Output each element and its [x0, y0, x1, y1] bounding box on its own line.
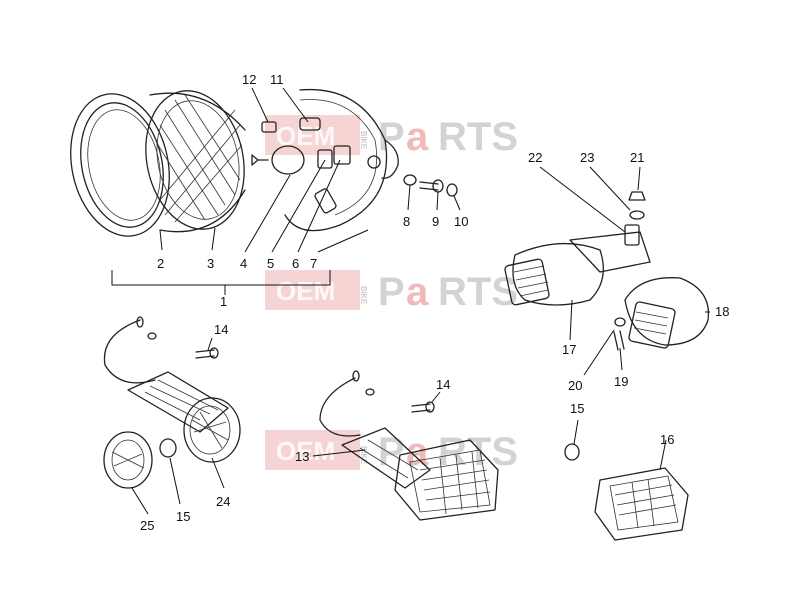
svg-text:a: a: [406, 270, 429, 314]
svg-text:BIKE: BIKE: [359, 286, 368, 304]
horn-assembly: [504, 191, 710, 351]
callout-15-left: 15: [176, 509, 190, 524]
callout-12: 12: [242, 72, 256, 87]
callout-13: 13: [295, 449, 309, 464]
callout-25: 25: [140, 518, 154, 533]
callout-14-right: 14: [436, 377, 450, 392]
svg-text:BIKE: BIKE: [359, 131, 368, 149]
callout-20: 20: [568, 378, 582, 393]
leader-lines: [111, 87, 710, 515]
callout-22: 22: [528, 150, 542, 165]
svg-text:a: a: [406, 430, 429, 474]
svg-text:RTS: RTS: [438, 430, 518, 474]
svg-text:a: a: [406, 115, 429, 159]
left-indicator-assembly: [103, 316, 241, 489]
callout-9: 9: [432, 214, 439, 229]
svg-text:P: P: [378, 270, 405, 314]
callout-18: 18: [715, 304, 729, 319]
callout-14-left: 14: [214, 322, 228, 337]
callout-21: 21: [630, 150, 644, 165]
callout-1: 1: [220, 294, 227, 309]
right-indicator-assembly: [319, 370, 689, 541]
callout-7: 7: [310, 256, 317, 271]
callout-11: 11: [270, 72, 284, 87]
headlight-assembly: [70, 88, 458, 237]
callout-16: 16: [660, 432, 674, 447]
svg-text:P: P: [378, 115, 405, 159]
svg-text:P: P: [378, 430, 405, 474]
part-number-labels: 1 2 3 4 5 6 7 8 9 10 11 12 13 14 14 15 1…: [140, 72, 729, 533]
callout-23: 23: [580, 150, 594, 165]
svg-text:OEM: OEM: [276, 276, 335, 306]
callout-4: 4: [240, 256, 247, 271]
svg-text:OEM: OEM: [276, 436, 335, 466]
callout-3: 3: [207, 256, 214, 271]
callout-5: 5: [267, 256, 274, 271]
callout-8: 8: [403, 214, 410, 229]
svg-text:RTS: RTS: [438, 115, 518, 159]
watermark-middle: OEM BIKE P a RTS: [265, 270, 518, 314]
callout-15-right: 15: [570, 401, 584, 416]
callout-10: 10: [454, 214, 468, 229]
callout-17: 17: [562, 342, 576, 357]
callout-2: 2: [157, 256, 164, 271]
svg-text:BIKE: BIKE: [359, 446, 368, 464]
callout-24: 24: [216, 494, 230, 509]
callout-6: 6: [292, 256, 299, 271]
callout-19: 19: [614, 374, 628, 389]
watermark-top: OEM BIKE P a RTS: [265, 115, 518, 159]
svg-text:RTS: RTS: [438, 270, 518, 314]
